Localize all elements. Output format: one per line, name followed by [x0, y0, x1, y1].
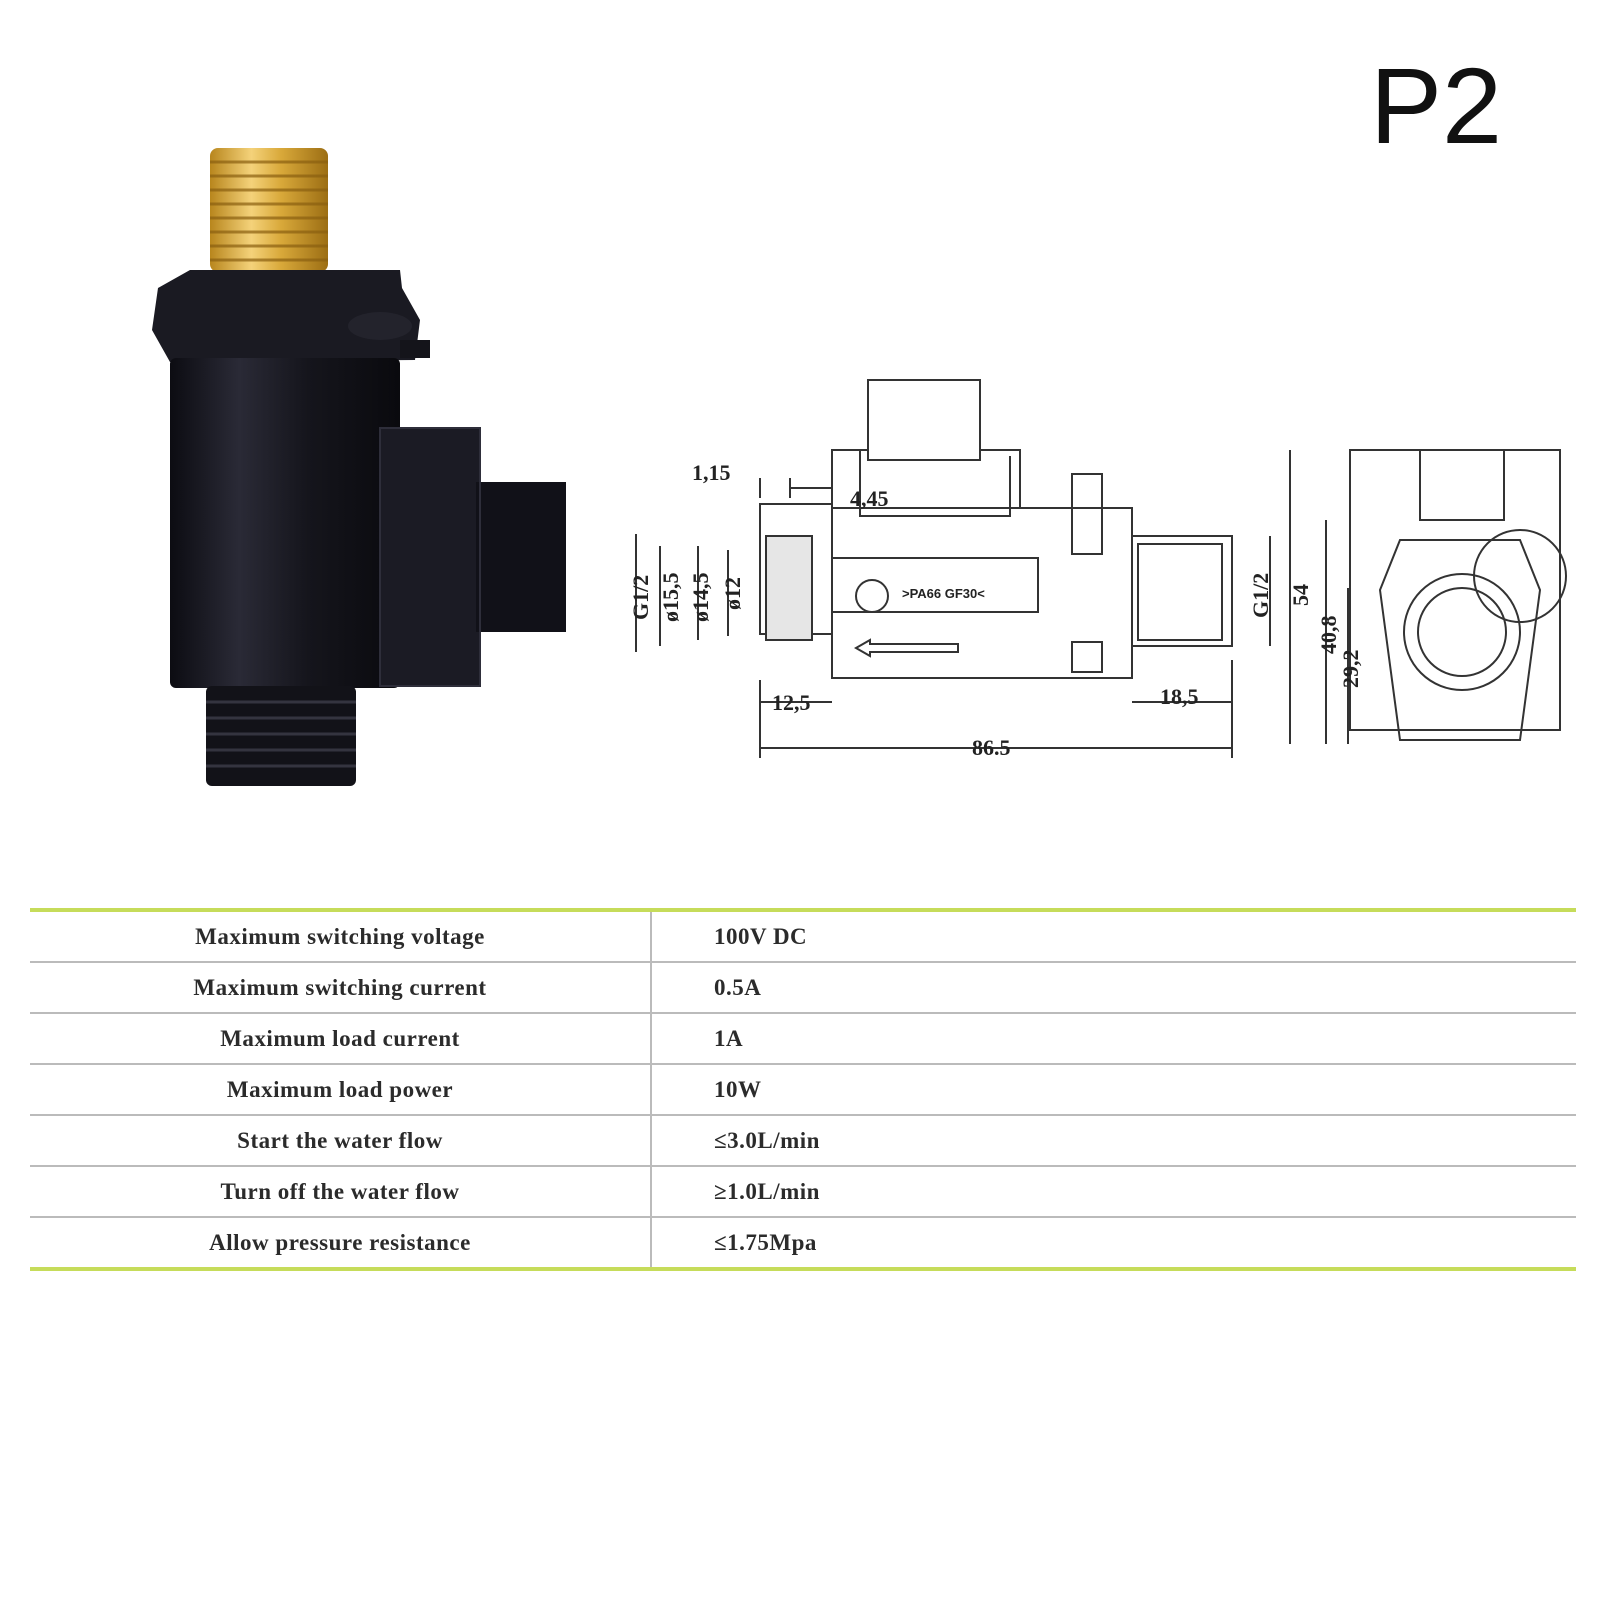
spec-value: 100V DC — [651, 908, 1576, 963]
dim-label: G1/2 — [1248, 573, 1273, 618]
material-mark: >PA66 GF30< — [902, 586, 985, 601]
dim-label: 29,2 — [1338, 650, 1363, 689]
table-row: Maximum switching current 0.5A — [30, 962, 1576, 1014]
table-row: Maximum switching voltage 100V DC — [30, 908, 1576, 963]
dim-label: 54 — [1288, 584, 1313, 606]
dim-label: 4,45 — [850, 486, 889, 511]
table-row: Start the water flow ≤3.0L/min — [30, 1115, 1576, 1167]
dim-label: 86.5 — [972, 735, 1011, 760]
dim-label: 18,5 — [1160, 684, 1199, 709]
dim-label: 1,15 — [692, 460, 731, 485]
spec-value: 1A — [651, 1013, 1576, 1065]
page-title: P2 — [1370, 45, 1503, 166]
table-row: Allow pressure resistance ≤1.75Mpa — [30, 1217, 1576, 1271]
spec-param: Maximum load power — [30, 1064, 652, 1116]
table-row: Maximum load power 10W — [30, 1064, 1576, 1116]
technical-drawing: >PA66 GF30< 1,15 4,45 G1/2 ø15,5 ø14,5 ø… — [628, 379, 1567, 760]
dim-label: G1/2 — [628, 575, 653, 620]
spec-value: ≤3.0L/min — [651, 1115, 1576, 1167]
dim-label: ø12 — [720, 577, 745, 610]
spec-param: Turn off the water flow — [30, 1166, 652, 1218]
table-row: Turn off the water flow ≥1.0L/min — [30, 1166, 1576, 1218]
product-photo — [152, 148, 566, 786]
spec-param: Start the water flow — [30, 1115, 652, 1167]
dim-label: 40,8 — [1316, 616, 1341, 655]
spec-table: Maximum switching voltage 100V DC Maximu… — [30, 908, 1576, 1271]
dim-label: ø15,5 — [658, 573, 683, 623]
spec-value: ≤1.75Mpa — [651, 1217, 1576, 1271]
spec-param: Maximum load current — [30, 1013, 652, 1065]
brass-thread — [210, 148, 328, 272]
dim-label: ø14,5 — [688, 573, 713, 623]
table-row: Maximum load current 1A — [30, 1013, 1576, 1065]
spec-param: Allow pressure resistance — [30, 1217, 652, 1271]
spec-value: 10W — [651, 1064, 1576, 1116]
spec-value: ≥1.0L/min — [651, 1166, 1576, 1218]
spec-param: Maximum switching current — [30, 962, 652, 1014]
dim-label: 12,5 — [772, 690, 811, 715]
spec-value: 0.5A — [651, 962, 1576, 1014]
spec-param: Maximum switching voltage — [30, 908, 652, 963]
